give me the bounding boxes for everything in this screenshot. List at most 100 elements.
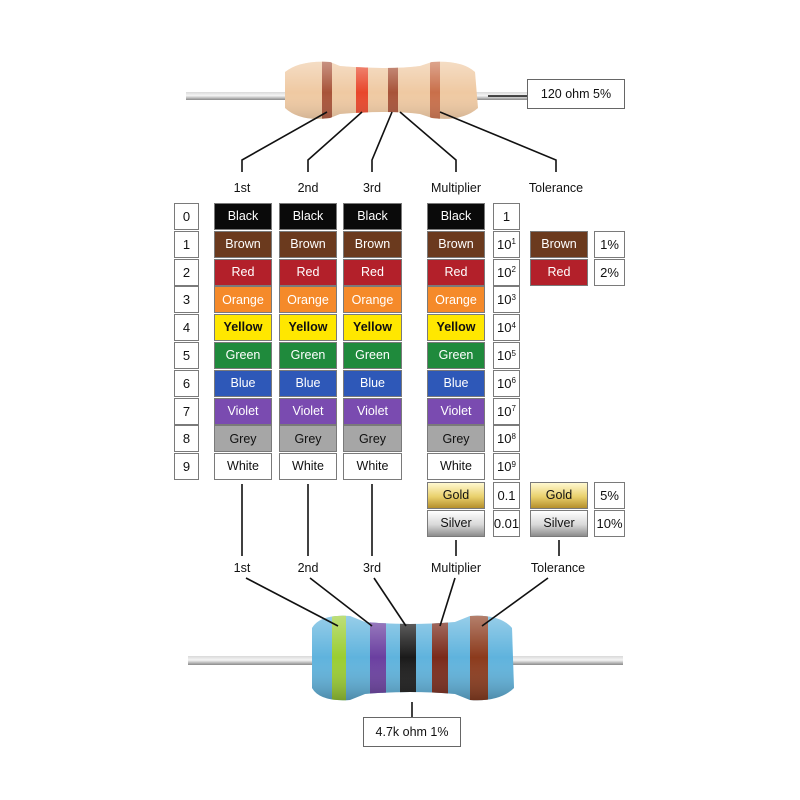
top-resistor [186, 61, 528, 119]
color-cell-2nd-violet: Violet [279, 397, 337, 425]
tolerance-value: 1% [600, 236, 619, 252]
digit-label: 9 [182, 459, 191, 475]
digit-cell-9: 9 [174, 453, 199, 481]
color-cell-1st-violet: Violet [214, 397, 272, 425]
color-name: Red [444, 264, 468, 279]
multiplier-exponent: 4 [511, 320, 516, 330]
color-name: Green [290, 348, 326, 363]
metallic-name: Silver [543, 516, 575, 531]
metallic-name: Silver [440, 516, 472, 531]
digit-cell-6: 6 [174, 369, 199, 397]
top-resistor-value: 120 ohm 5% [540, 87, 612, 101]
color-cell-multiplier-green: Green [427, 342, 485, 369]
color-name: Green [225, 348, 261, 363]
header-bottom-tolerance: Tolerance [530, 561, 586, 575]
bottom-leader-multiplier [439, 577, 456, 627]
digit-label: 8 [182, 431, 191, 447]
color-cell-1st-orange: Orange [214, 286, 272, 314]
digit-label: 6 [182, 375, 191, 391]
header-top-multiplier: Multiplier [430, 181, 482, 195]
color-name: Violet [227, 403, 259, 418]
tolerance-color-brown: Brown [530, 230, 588, 258]
color-name: Orange [222, 292, 264, 307]
color-name: Violet [440, 403, 472, 418]
multiplier-value-0: 1 [493, 203, 520, 230]
header-top-1st: 1st [233, 181, 251, 195]
color-name: Violet [292, 403, 324, 418]
color-cell-2nd-green: Green [279, 342, 337, 369]
color-name: White [440, 459, 472, 474]
digit-cell-4: 4 [174, 314, 199, 342]
color-cell-multiplier-brown: Brown [427, 230, 485, 258]
digit-label: 0 [182, 209, 191, 224]
tolerance-value-gold: 5% [594, 482, 625, 509]
color-name: Blue [359, 376, 386, 391]
color-cell-3rd-green: Green [343, 342, 402, 369]
tolerance-value-red: 2% [594, 258, 625, 286]
multiplier-base: 10 [497, 348, 512, 363]
color-name: Grey [294, 431, 322, 446]
color-cell-3rd-black: Black [343, 203, 402, 230]
bottom-resistor-shading [312, 615, 514, 701]
color-name: Green [438, 348, 474, 363]
header-bottom-multiplier: Multiplier [430, 561, 482, 575]
color-cell-1st-brown: Brown [214, 230, 272, 258]
column-stems [241, 484, 560, 556]
color-name: Blue [230, 376, 256, 391]
tolerance-value: 5% [600, 488, 619, 503]
multiplier-base: 10 [497, 320, 512, 336]
tolerance-color-red: Red [530, 258, 588, 286]
header-top-tolerance: Tolerance [528, 181, 584, 195]
top-leader-2nd [307, 111, 363, 172]
bottom-resistor-lead-left [188, 656, 320, 665]
color-cell-2nd-red: Red [279, 258, 337, 286]
multiplier-value-silver: 0.01 [493, 509, 520, 537]
color-cell-1st-green: Green [214, 342, 272, 369]
multiplier-exponent: 9 [511, 459, 516, 469]
color-cell-1st-black: Black [214, 203, 272, 230]
color-cell-1st-white: White [214, 453, 272, 481]
multiplier-exponent: 5 [511, 348, 516, 358]
bottom-resistor [188, 615, 623, 701]
color-name: Black [440, 209, 472, 224]
multiplier-exponent: 2 [511, 265, 516, 275]
color-name: Grey [442, 431, 470, 446]
color-name: Orange [351, 292, 394, 307]
color-cell-2nd-white: White [279, 453, 337, 481]
digit-cell-7: 7 [174, 397, 199, 425]
multiplier-exponent: 3 [511, 292, 516, 302]
color-cell-2nd-yellow: Yellow [279, 314, 337, 342]
multiplier-exponent: 8 [511, 431, 516, 441]
color-name: Orange [287, 292, 329, 307]
tolerance-value: 10% [596, 515, 623, 531]
color-cell-3rd-yellow: Yellow [343, 314, 402, 342]
header-bottom-2nd: 2nd [297, 561, 319, 575]
multiplier-base: 10 [497, 264, 512, 280]
bottom-leader-tolerance [481, 577, 549, 627]
bottom-leader-1st [245, 577, 339, 627]
bottom-resistor-lead-right [505, 656, 623, 665]
color-name: Violet [356, 403, 389, 418]
color-name: Red [231, 264, 255, 279]
color-cell-3rd-red: Red [343, 258, 402, 286]
color-name: Blue [443, 376, 469, 391]
color-cell-multiplier-violet: Violet [427, 397, 485, 425]
multiplier-exponent: 7 [511, 404, 516, 414]
bottom-leader-2nd [309, 577, 373, 627]
multiplier-base: 10 [497, 431, 512, 447]
digit-cell-1: 1 [174, 230, 199, 258]
top-leader-tolerance [439, 111, 557, 172]
header-bottom-3rd: 3rd [362, 561, 382, 575]
color-name: Black [227, 209, 259, 224]
color-name: Brown [290, 237, 326, 252]
color-name: White [227, 459, 259, 474]
digit-label: 5 [182, 348, 191, 363]
color-cell-2nd-orange: Orange [279, 286, 337, 314]
metallic-name: Gold [545, 488, 573, 503]
